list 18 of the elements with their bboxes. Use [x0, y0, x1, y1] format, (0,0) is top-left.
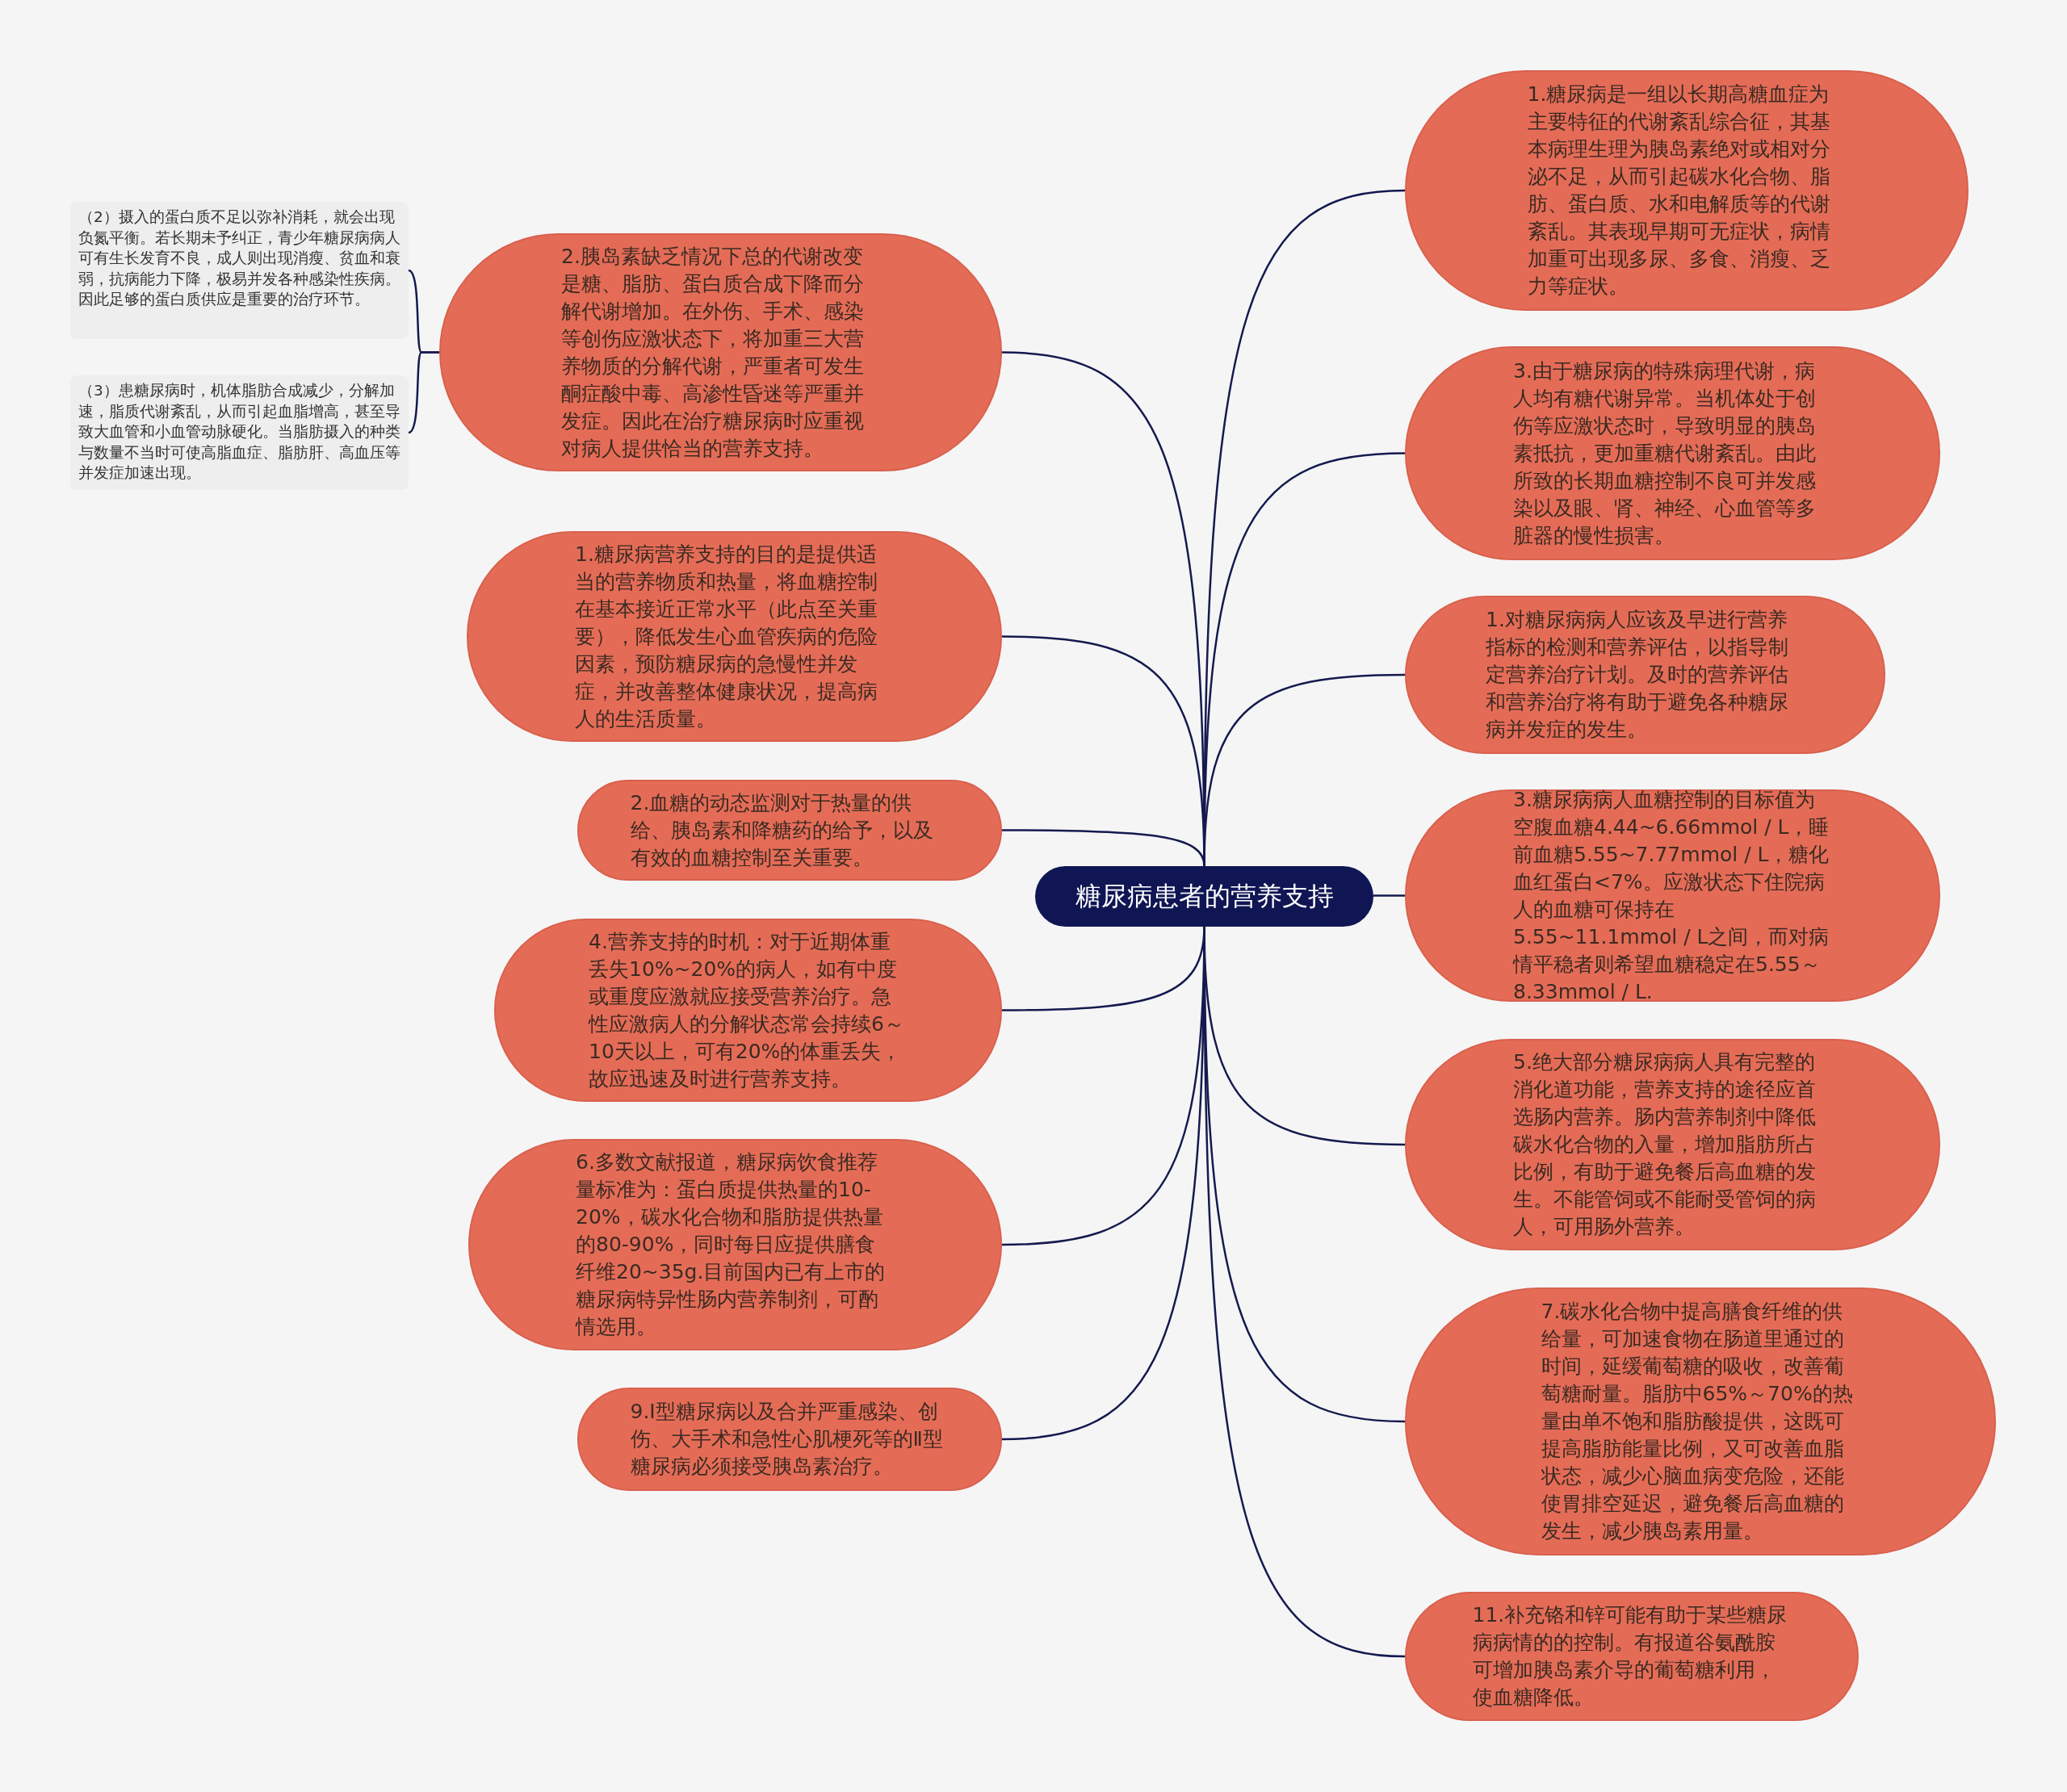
topic-bubble: 3.糖尿病病人血糖控制的目标值为空腹血糖4.44~6.66mmol / L，睡前血糖5.55~7.77mmol / L，糖化血红蛋白<7%。应激状态下住院病人的血糖可保持在5.55~11.1mmol / L之间，而对病情平稳者则希望血糖稳定在5.55～8.33mmol / L.	[1405, 789, 1940, 1002]
connector-line	[408, 351, 439, 434]
topic-bubble: 7.碳水化合物中提高膳食纤维的供给量，可加速食物在肠道里通过的时间，延缓葡萄糖的吸收，改善葡萄糖耐量。脂肪中65%～70%的热量由单不饱和脂肪酸提供，这既可提高脂肪能量比例，又可改善血脂状态，减少心脑血病变危险，还能使胃排空延迟，避免餐后高血糖的发生，减少胰岛素用量。	[1405, 1287, 1996, 1555]
connector-line	[1373, 894, 1405, 897]
topic-bubble: 5.绝大部分糖尿病病人具有完整的消化道功能，营养支持的途径应首选肠内营养。肠内营养制剂中降低碳水化合物的入量，增加脂肪所占比例，有助于避免餐后高血糖的发生。不能管饲或不能耐受管饲的病人，可用肠外营养。	[1405, 1039, 1940, 1250]
topic-bubble: 6.多数文献报道，糖尿病饮食推荐量标准为：蛋白质提供热量的10-20%，碳水化合物和脂肪提供热量的80-90%，同时每日应提供膳食纤维20~35g.目前国内已有上市的糖尿病特异性肠内营养制剂，可酌情选用。	[468, 1139, 1002, 1350]
topic-bubble: 3.由于糖尿病的特殊病理代谢，病人均有糖代谢异常。当机体处于创伤等应激状态时，导致明显的胰岛素抵抗，更加重糖代谢紊乱。由此所致的长期血糖控制不良可并发感染以及眼、肾、神经、心血管等多脏器的慢性损害。	[1405, 346, 1940, 560]
topic-bubble: 2.血糖的动态监测对于热量的供给、胰岛素和降糖药的给予，以及有效的血糖控制至关重要。	[577, 780, 1002, 881]
central-topic: 糖尿病患者的营养支持	[1035, 866, 1373, 927]
topic-bubble: 1.糖尿病是一组以长期高糖血症为主要特征的代谢紊乱综合征，其基本病理生理为胰岛素绝对或相对分泌不足，从而引起碳水化合物、脂肪、蛋白质、水和电解质等的代谢紊乱。其表现早期可无症状，病情加重可出现多尿、多食、消瘦、乏力等症状。	[1405, 70, 1968, 311]
topic-bubble: 1.糖尿病营养支持的目的是提供适当的营养物质和热量，将血糖控制在基本接近正常水平（此点至关重要），降低发生心血管疾病的危险因素，预防糖尿病的急慢性并发症，并改善整体健康状况，提高病人的生活质量。	[467, 531, 1002, 742]
topic-bubble: 1.对糖尿病病人应该及早进行营养指标的检测和营养评估，以指导制定营养治疗计划。及时的营养评估和营养治疗将有助于避免各种糖尿病并发症的发生。	[1405, 596, 1885, 754]
note-card: （2）摄入的蛋白质不足以弥补消耗，就会出现负氮平衡。若长期未予纠正，青少年糖尿病病人可有生长发育不良，成人则出现消瘦、贫血和衰弱，抗病能力下降，极易并发各种感染性疾病。因此足够的蛋白质供应是重要的治疗环节。	[70, 202, 409, 339]
note-card: （3）患糖尿病时，机体脂肪合成减少，分解加速，脂质代谢紊乱，从而引起血脂增高，甚至导致大血管和小血管动脉硬化。当脂肪摄入的种类与数量不当时可使高脂血症、脂肪肝、高血压等并发症加速出现。	[70, 375, 409, 490]
topic-bubble: 4.营养支持的时机：对于近期体重丢失10%~20%的病人，如有中度或重度应激就应接受营养治疗。急性应激病人的分解状态常会持续6～10天以上，可有20%的体重丢失，故应迅速及时进行营养支持。	[494, 919, 1002, 1102]
topic-bubble: 9.I型糖尿病以及合并严重感染、创伤、大手术和急性心肌梗死等的Ⅱ型糖尿病必须接受胰岛素治疗。	[577, 1388, 1002, 1491]
topic-bubble: 2.胰岛素缺乏情况下总的代谢改变是糖、脂肪、蛋白质合成下降而分解代谢增加。在外伤、手术、感染等创伤应激状态下，将加重三大营养物质的分解代谢，严重者可发生酮症酸中毒、高渗性昏迷等严重并发症。因此在治疗糖尿病时应重视对病人提供恰当的营养支持。	[439, 233, 1002, 471]
topic-bubble: 11.补充铬和锌可能有助于某些糖尿病病情的的控制。有报道谷氨酰胺可增加胰岛素介导的葡萄糖利用，使血糖降低。	[1405, 1592, 1859, 1721]
